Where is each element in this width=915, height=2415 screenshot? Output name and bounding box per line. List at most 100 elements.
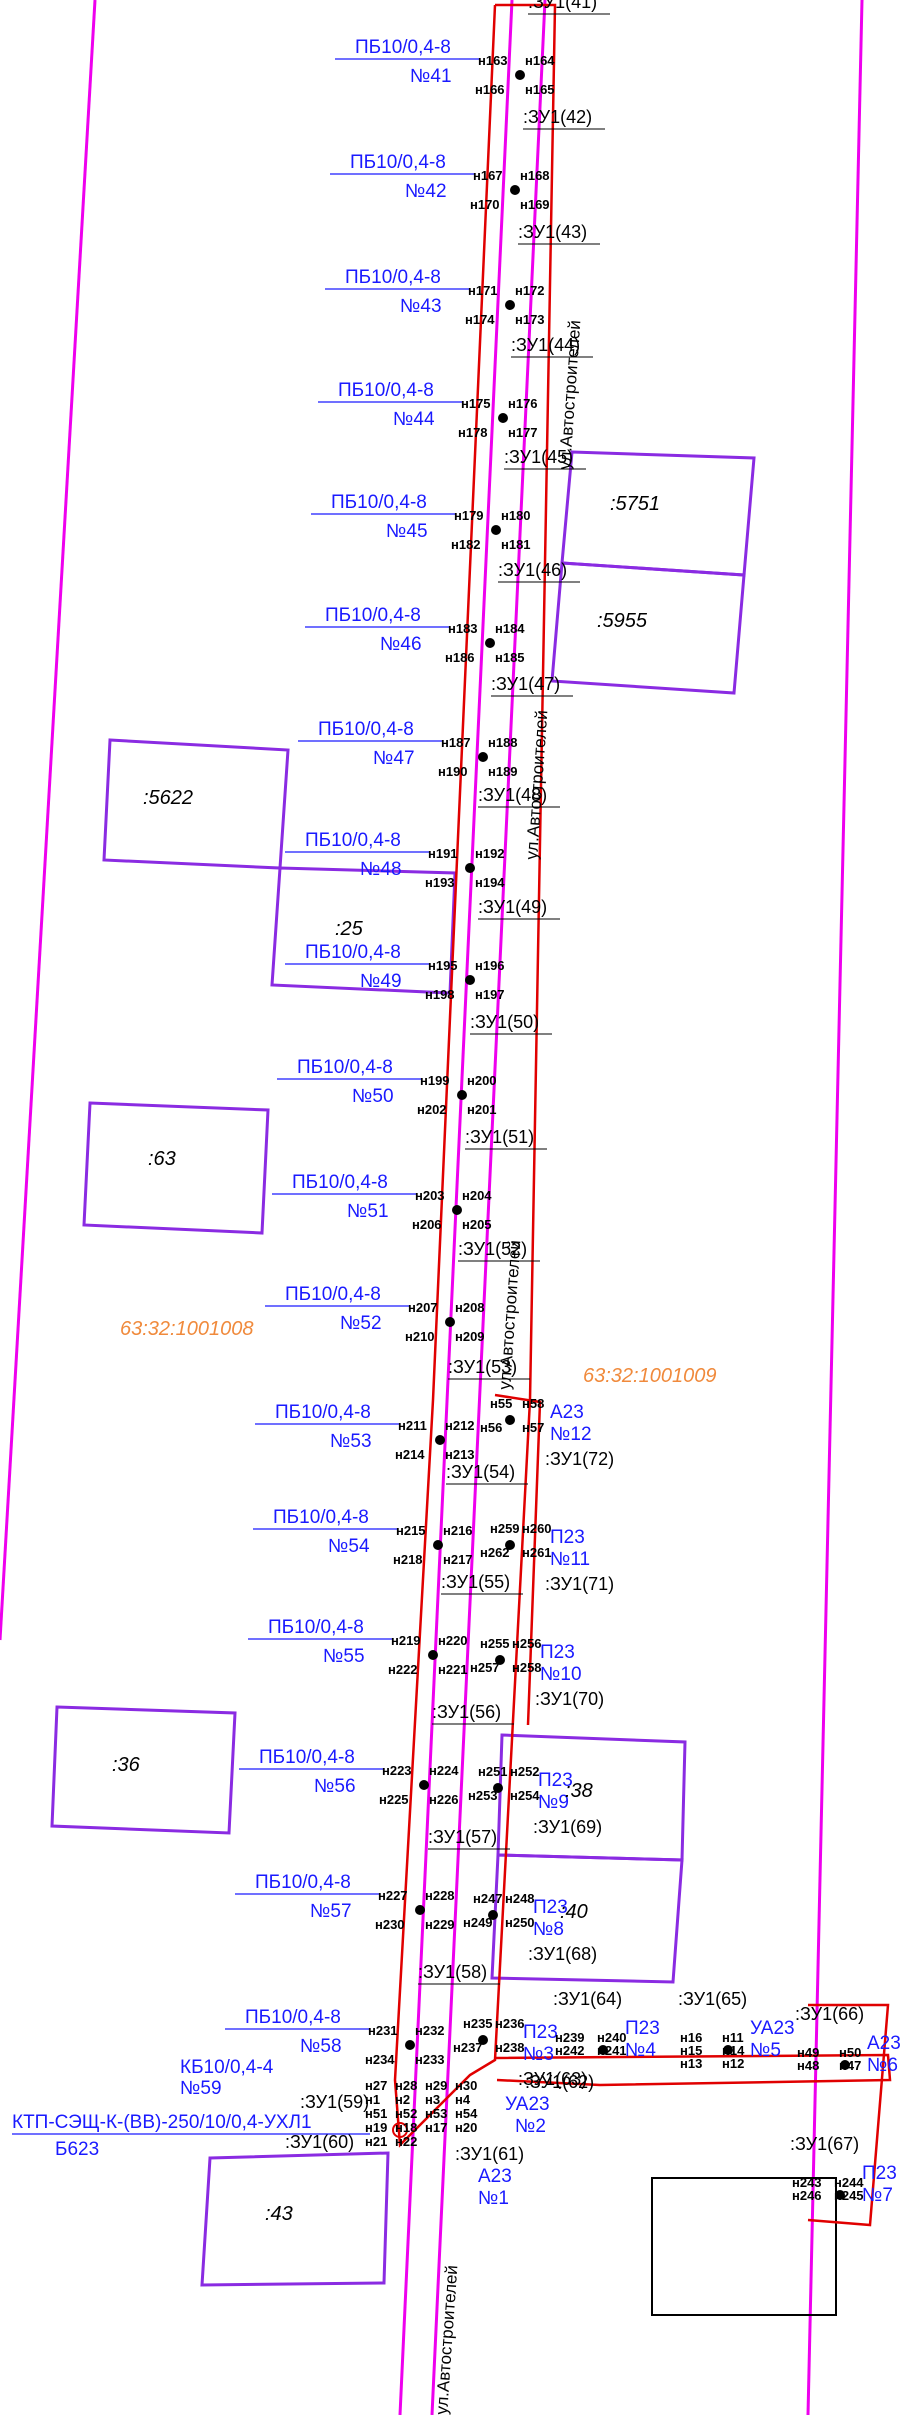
point-label: н241 [597,2043,627,2058]
point-label: н170 [470,197,500,212]
pole-type-label: П23 [533,1897,568,1918]
zu-label: :ЗУ1(52) [458,1239,527,1259]
pole-point [505,300,515,310]
pole-number-label: №47 [373,748,415,769]
point-label: н257 [470,1660,500,1675]
point-label: н183 [448,621,478,636]
pole-number-label: №55 [323,1646,365,1667]
point-label: н248 [505,1891,535,1906]
point-label: н3 [425,2092,440,2107]
parcel-label: :63 [148,1148,176,1170]
zu-label: :ЗУ1(66) [795,2004,864,2024]
pole-number-label: №8 [533,1919,564,1940]
pole-type-label: ПБ10/0,4-8 [355,37,451,58]
point-label: н27 [365,2078,387,2093]
pole-point [445,1317,455,1327]
quarter-label: 63:32:1001008 [120,1318,253,1340]
point-label: н259 [490,1521,520,1536]
parcels [50,450,756,2287]
point-label: н187 [441,735,471,750]
point-label: н202 [417,1102,447,1117]
point-label: н19 [365,2120,387,2135]
point-label: н4 [455,2092,471,2107]
point-label: н208 [455,1300,485,1315]
point-label: н171 [468,283,498,298]
pole-type-label: ПБ10/0,4-8 [305,830,401,851]
point-label: н11 [722,2030,744,2045]
pole-type-label: ПБ10/0,4-8 [318,719,414,740]
point-label: н250 [505,1915,535,1930]
point-label: н55 [490,1396,512,1411]
point-label: н178 [458,425,488,440]
point-label: н13 [680,2056,702,2071]
zu-label: :ЗУ1(61) [455,2144,524,2164]
pole-type-label: П23 [540,1642,575,1663]
zu-label: :ЗУ1(70) [535,1689,604,1709]
pole-point [493,1783,503,1793]
point-label: н229 [425,1917,455,1932]
pole-point [505,1540,515,1550]
point-label: н214 [395,1447,425,1462]
point-label: н221 [438,1662,468,1677]
point-label: н239 [555,2030,585,2045]
point-label: н255 [480,1636,510,1651]
ktp-sub-label: Б623 [55,2139,99,2160]
building-outline [651,2177,837,2316]
zu-label: :ЗУ1(69) [533,1817,602,1837]
ktp-point [392,2122,408,2138]
quarter-label: 63:32:1001009 [583,1365,716,1387]
pole-number-label: №46 [380,634,422,655]
point-label: н205 [462,1217,492,1232]
pole-type-label: ПБ10/0,4-8 [345,267,441,288]
pole-type-label: ПБ10/0,4-8 [259,1747,355,1768]
point-label: н182 [451,537,481,552]
pole-number-label: №45 [386,521,428,542]
point-label: н175 [461,396,491,411]
pole-type-label: ПБ10/0,4-8 [292,1172,388,1193]
point-label: н186 [445,650,475,665]
point-label: н233 [415,2052,445,2067]
point-label: н222 [388,1662,418,1677]
pole-point [488,1910,498,1920]
point-label: н232 [415,2023,445,2038]
parcel-5622 [102,738,290,870]
pole-number-label: №51 [347,1201,389,1222]
point-label: н48 [797,2058,819,2073]
pole-point [835,2190,845,2200]
pole-number-label: №52 [340,1313,382,1334]
pole-type-label: ПБ10/0,4-8 [245,2007,341,2028]
point-label: н184 [495,621,525,636]
point-label: н16 [680,2030,702,2045]
point-label: н14 [722,2043,745,2058]
zu-label: :ЗУ1(46) [498,560,567,580]
zu-label: :ЗУ1(64) [553,1989,622,2009]
pole-number-label: №10 [540,1664,582,1685]
road-line-left [0,0,97,1641]
point-label: н28 [395,2078,417,2093]
zu-label: :ЗУ1(59) [300,2092,369,2112]
zu-strip-outline [393,3,557,2148]
point-label: н212 [445,1418,475,1433]
point-label: н166 [475,82,505,97]
parcel-36 [50,1705,237,1835]
zu-label: :ЗУ1(65) [678,1989,747,2009]
point-label: н242 [555,2043,585,2058]
point-label: н52 [395,2106,417,2121]
zu-label: :ЗУ1(53) [448,1357,517,1377]
zu-label: :ЗУ1(56) [432,1702,501,1722]
pole-number-label: №53 [330,1431,372,1452]
pole-point [723,2045,733,2055]
pole-number-label: №42 [405,181,447,202]
zu-label: :ЗУ1(49) [478,897,547,917]
pole-type-label: П23 [523,2022,558,2043]
parcel-label: :25 [335,918,364,940]
pole-type-label: П23 [862,2163,897,2184]
point-label: н164 [525,53,555,68]
pole-number-label: №4 [625,2040,656,2061]
point-label: н191 [428,846,458,861]
point-label: н204 [462,1188,492,1203]
zu-label: :ЗУ1(42) [523,107,592,127]
point-label: н198 [425,987,455,1002]
ktp-label: КТП-СЭЩ-К-(ВВ)-250/10/0,4-УХЛ1 [12,2112,312,2133]
pole-point [435,1435,445,1445]
